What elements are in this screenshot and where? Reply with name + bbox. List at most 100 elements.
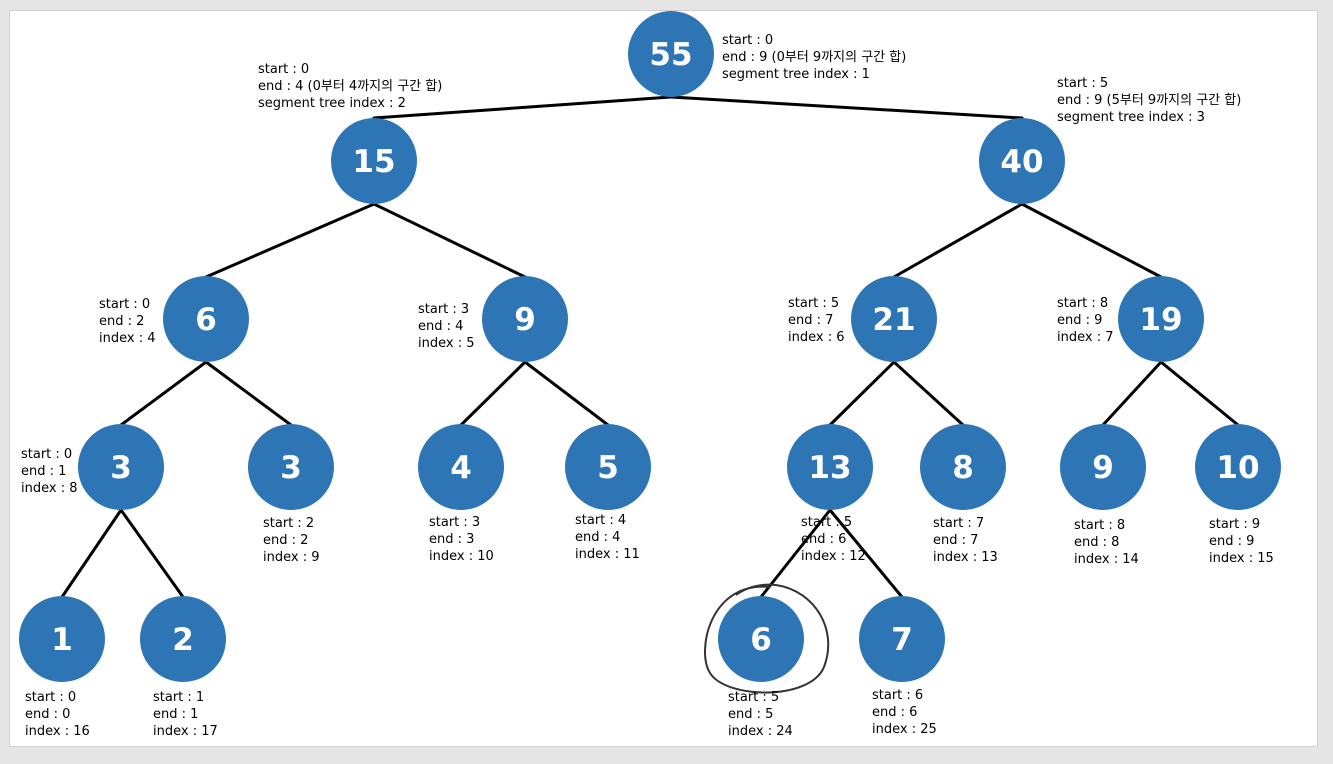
tree-node-13: 8 (920, 424, 1006, 510)
info-start: start : 3 (429, 515, 481, 530)
segment-tree-diagram: 55 15 40 6 9 21 (19, 11, 1281, 694)
info-start: start : 1 (153, 690, 205, 705)
node-value: 9 (1092, 450, 1114, 486)
info-start: start : 0 (25, 690, 77, 705)
edge-4-9 (204, 360, 293, 427)
info-start: start : 0 (258, 62, 310, 77)
tree-node-4: 6 (163, 276, 249, 362)
node-info-3: start : 5 end : 9 (5부터 9까지의 구간 합) segmen… (1057, 75, 1241, 126)
info-end: end : 4 (575, 530, 621, 545)
edge-3-7 (1020, 202, 1163, 279)
node-value: 6 (195, 302, 217, 338)
tree-node-10: 4 (418, 424, 504, 510)
info-end: end : 9 (1057, 313, 1103, 328)
tree-edges (60, 95, 1240, 599)
info-end: end : 2 (99, 314, 145, 329)
info-end: end : 8 (1074, 535, 1120, 550)
edge-12-24 (759, 508, 832, 599)
info-start: start : 6 (872, 688, 924, 703)
edge-6-12 (828, 360, 896, 427)
tree-node-25: 7 (859, 596, 945, 682)
info-end: end : 9 (1209, 534, 1255, 549)
slide-canvas: 55 15 40 6 9 21 (9, 10, 1318, 747)
info-start: start : 0 (99, 297, 151, 312)
tree-node-12: 13 (787, 424, 873, 510)
info-start: start : 8 (1057, 296, 1109, 311)
node-info-15: start : 9 end : 9 index : 15 (1209, 516, 1274, 567)
node-info-24: start : 5 end : 5 index : 24 (728, 689, 793, 740)
edge-6-13 (892, 360, 965, 427)
node-value: 40 (1000, 144, 1043, 180)
node-info-9: start : 2 end : 2 index : 9 (263, 515, 319, 566)
info-index: index : 15 (1209, 551, 1274, 566)
info-index: index : 24 (728, 724, 793, 739)
info-end: end : 1 (153, 707, 199, 722)
edge-4-8 (119, 360, 208, 427)
tree-node-6: 21 (851, 276, 937, 362)
info-index: segment tree index : 2 (258, 96, 406, 111)
info-end: end : 4 (418, 319, 464, 334)
node-value: 7 (891, 622, 913, 658)
info-end: end : 7 (788, 313, 834, 328)
info-end: end : 6 (872, 705, 918, 720)
tree-node-9: 3 (248, 424, 334, 510)
info-start: start : 5 (1057, 76, 1109, 91)
edge-1-2 (372, 95, 673, 120)
info-index: index : 12 (801, 549, 866, 564)
edge-3-6 (892, 202, 1024, 279)
node-info-7: start : 8 end : 9 index : 7 (1057, 295, 1113, 346)
info-start: start : 0 (722, 33, 774, 48)
node-info-13: start : 7 end : 7 index : 13 (933, 515, 998, 566)
info-index: index : 4 (99, 331, 156, 346)
info-end: end : 0 (25, 707, 71, 722)
info-index: segment tree index : 3 (1057, 110, 1205, 125)
info-start: start : 4 (575, 513, 627, 528)
info-index: index : 7 (1057, 330, 1114, 345)
node-info-8: start : 0 end : 1 index : 8 (21, 446, 77, 497)
node-value: 3 (280, 450, 302, 486)
info-index: index : 8 (21, 481, 78, 496)
info-start: start : 0 (21, 447, 73, 462)
info-index: index : 6 (788, 330, 845, 345)
tree-node-11: 5 (565, 424, 651, 510)
tree-node-14: 9 (1060, 424, 1146, 510)
node-info-5: start : 3 end : 4 index : 5 (418, 301, 474, 352)
tree-node-17: 2 (140, 596, 226, 682)
node-value: 4 (450, 450, 472, 486)
edge-12-25 (828, 508, 904, 599)
tree-nodes: 55 15 40 6 9 21 (19, 11, 1281, 682)
info-index: index : 25 (872, 722, 937, 737)
edge-2-4 (204, 202, 376, 279)
node-value: 19 (1139, 302, 1182, 338)
node-value: 2 (172, 622, 194, 658)
tree-node-15: 10 (1195, 424, 1281, 510)
info-index: index : 11 (575, 547, 640, 562)
info-start: start : 5 (788, 296, 840, 311)
node-value: 5 (597, 450, 619, 486)
edge-2-5 (372, 202, 527, 279)
info-start: start : 8 (1074, 518, 1126, 533)
node-value: 8 (952, 450, 974, 486)
info-start: start : 5 (728, 690, 780, 705)
node-value: 9 (514, 302, 536, 338)
node-info-2: start : 0 end : 4 (0부터 4까지의 구간 합) segmen… (258, 61, 442, 112)
info-index: index : 9 (263, 550, 320, 565)
info-index: index : 16 (25, 724, 90, 739)
node-info-25: start : 6 end : 6 index : 25 (872, 687, 937, 738)
tree-node-7: 19 (1118, 276, 1204, 362)
node-info-12: start : 5 end : 6 index : 12 (801, 514, 866, 565)
node-value: 55 (649, 37, 692, 73)
node-info-4: start : 0 end : 2 index : 4 (99, 296, 155, 347)
node-info-14: start : 8 end : 8 index : 14 (1074, 517, 1139, 568)
tree-node-8: 3 (78, 424, 164, 510)
tree-node-1: 55 (628, 11, 714, 97)
node-value: 6 (750, 622, 772, 658)
info-index: index : 10 (429, 549, 494, 564)
info-end: end : 2 (263, 533, 309, 548)
node-value: 15 (352, 144, 395, 180)
info-end: end : 9 (0부터 9까지의 구간 합) (722, 50, 907, 65)
info-index: index : 17 (153, 724, 218, 739)
info-start: start : 5 (801, 515, 853, 530)
info-start: start : 2 (263, 516, 315, 531)
tree-node-2: 15 (331, 118, 417, 204)
